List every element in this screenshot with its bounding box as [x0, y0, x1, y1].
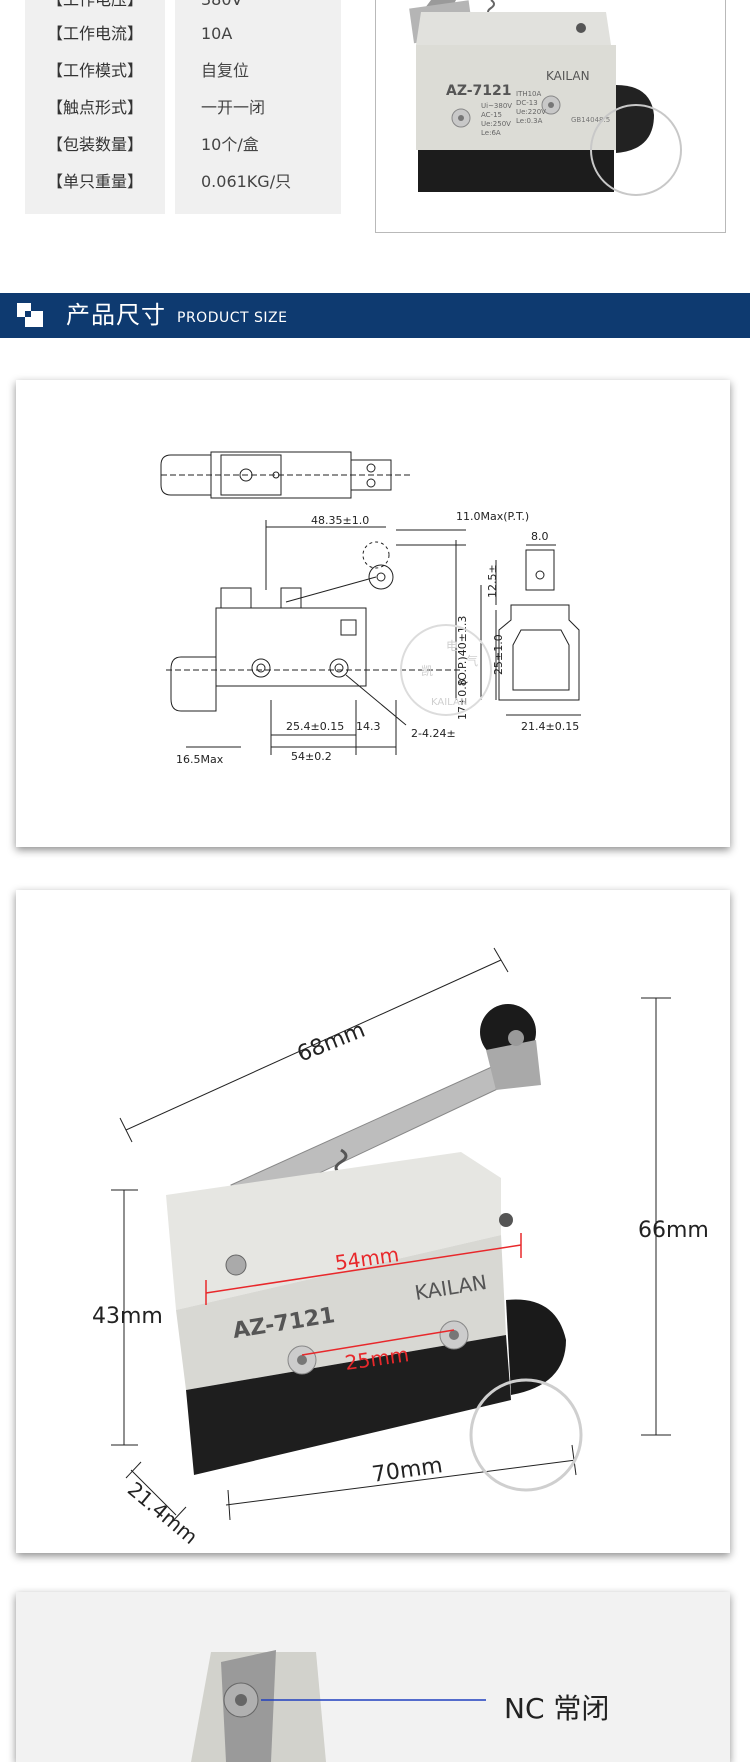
photo-rating-l1: AC-15 [481, 111, 502, 119]
dim-21-4: 21.4±0.15 [521, 720, 579, 733]
photo-rating-r2: Ue:220V [516, 108, 546, 116]
photo-brand: KAILAN [546, 69, 590, 83]
photo-model: AZ-7121 [446, 83, 512, 99]
svg-text:气: 气 [466, 653, 478, 668]
section-square-icon [17, 303, 43, 327]
spec-key: 【包装数量】 [46, 135, 143, 154]
dim-11-max: 11.0Max(P.T.) [456, 510, 529, 523]
limit-switch-illustration: AZ-7121 KAILAN Ui~380V AC-15 Ue:250V Le:… [409, 0, 682, 196]
photo-rating-r3: Le:0.3A [516, 117, 543, 125]
dim-48-35: 48.35±1.0 [311, 514, 369, 527]
dim-height-66mm: 66mm [638, 1218, 709, 1243]
spec-value: 10个/盒 [201, 135, 259, 154]
spec-key: 【工作电流】 [46, 24, 143, 43]
dim-16-5: 16.5Max [176, 753, 224, 766]
switch-with-dimensions: AZ-7121 KAILAN 54mm 25mm [111, 947, 671, 1524]
spec-value: 380V [201, 0, 242, 18]
spec-row: 【工作电流】 10A [25, 16, 341, 52]
dim-body-43mm: 43mm [92, 1304, 163, 1329]
section-title-en: PRODUCT SIZE [177, 310, 288, 326]
dim-54: 54±0.2 [291, 750, 332, 763]
spec-row: 【单只重量】 0.061KG/只 [25, 164, 341, 200]
svg-text:凯: 凯 [421, 664, 433, 678]
dim-op-40: (O.P.)40±1.3 [456, 616, 469, 685]
closeup-panel: NC 常闭 [16, 1592, 730, 1762]
spec-value: 10A [201, 24, 233, 43]
photo-std: GB14048.5 [571, 116, 610, 124]
photo-rating-l2: Ue:250V [481, 120, 511, 128]
svg-text:KAILAN: KAILAN [431, 697, 467, 708]
spec-key: 【工作电压】 [25, 0, 165, 18]
spec-row: 【包装数量】 10个/盒 [25, 127, 341, 163]
technical-drawing: 48.35±1.0 11.0Max(P.T.) 8.0 12.5± (O.P.)… [160, 451, 581, 766]
watermark-seal-icon [590, 104, 682, 196]
watermark-seal-icon: 凯 电 气 KAILAN [400, 624, 492, 716]
spec-value: 一开一闭 [201, 98, 266, 117]
photo-rating-l3: Le:6A [481, 129, 501, 137]
photo-rating-r1: DC-13 [516, 99, 538, 107]
spec-row: 【工作模式】 自复位 [25, 53, 341, 89]
nc-label: NC 常闭 [504, 1692, 610, 1725]
spec-table: 【工作电压】 380V 【工作电流】 10A 【工作模式】 自复位 【触点形式】… [25, 0, 341, 214]
dim-25-4: 25.4±0.15 [286, 720, 344, 733]
dim-25: 25±1.0 [492, 634, 505, 675]
section-title-cn: 产品尺寸 [66, 301, 166, 329]
dimension-photo-panel: AZ-7121 KAILAN 54mm 25mm 68mm 66mm 43mm … [16, 890, 730, 1553]
dimension-drawing-panel: 48.35±1.0 11.0Max(P.T.) 8.0 12.5± (O.P.)… [16, 380, 730, 847]
spec-value-column [175, 0, 341, 214]
switch-closeup [191, 1650, 486, 1762]
dim-8-0: 8.0 [531, 530, 549, 543]
product-photo: AZ-7121 KAILAN Ui~380V AC-15 Ue:250V Le:… [375, 0, 726, 233]
spec-key: 【单只重量】 [46, 172, 143, 191]
photo-rating-l0: Ui~380V [481, 102, 512, 110]
svg-text:电: 电 [446, 639, 458, 653]
spec-key-column [25, 0, 165, 214]
dim-hole: 2-4.24± [411, 727, 456, 740]
watermark-seal-icon [469, 1378, 583, 1492]
spec-value: 0.061KG/只 [201, 172, 292, 191]
spec-key: 【工作模式】 [46, 61, 143, 80]
dim-12-5: 12.5± [486, 564, 499, 598]
spec-value: 自复位 [201, 61, 250, 80]
spec-row: 【触点形式】 一开一闭 [25, 90, 341, 126]
spec-key: 【触点形式】 [46, 98, 143, 117]
spec-row: 【工作电压】 380V [25, 0, 341, 18]
photo-rating-r0: ITH10A [516, 90, 542, 98]
dim-14-3: 14.3 [356, 720, 381, 733]
section-header: 产品尺寸 PRODUCT SIZE [0, 293, 750, 338]
